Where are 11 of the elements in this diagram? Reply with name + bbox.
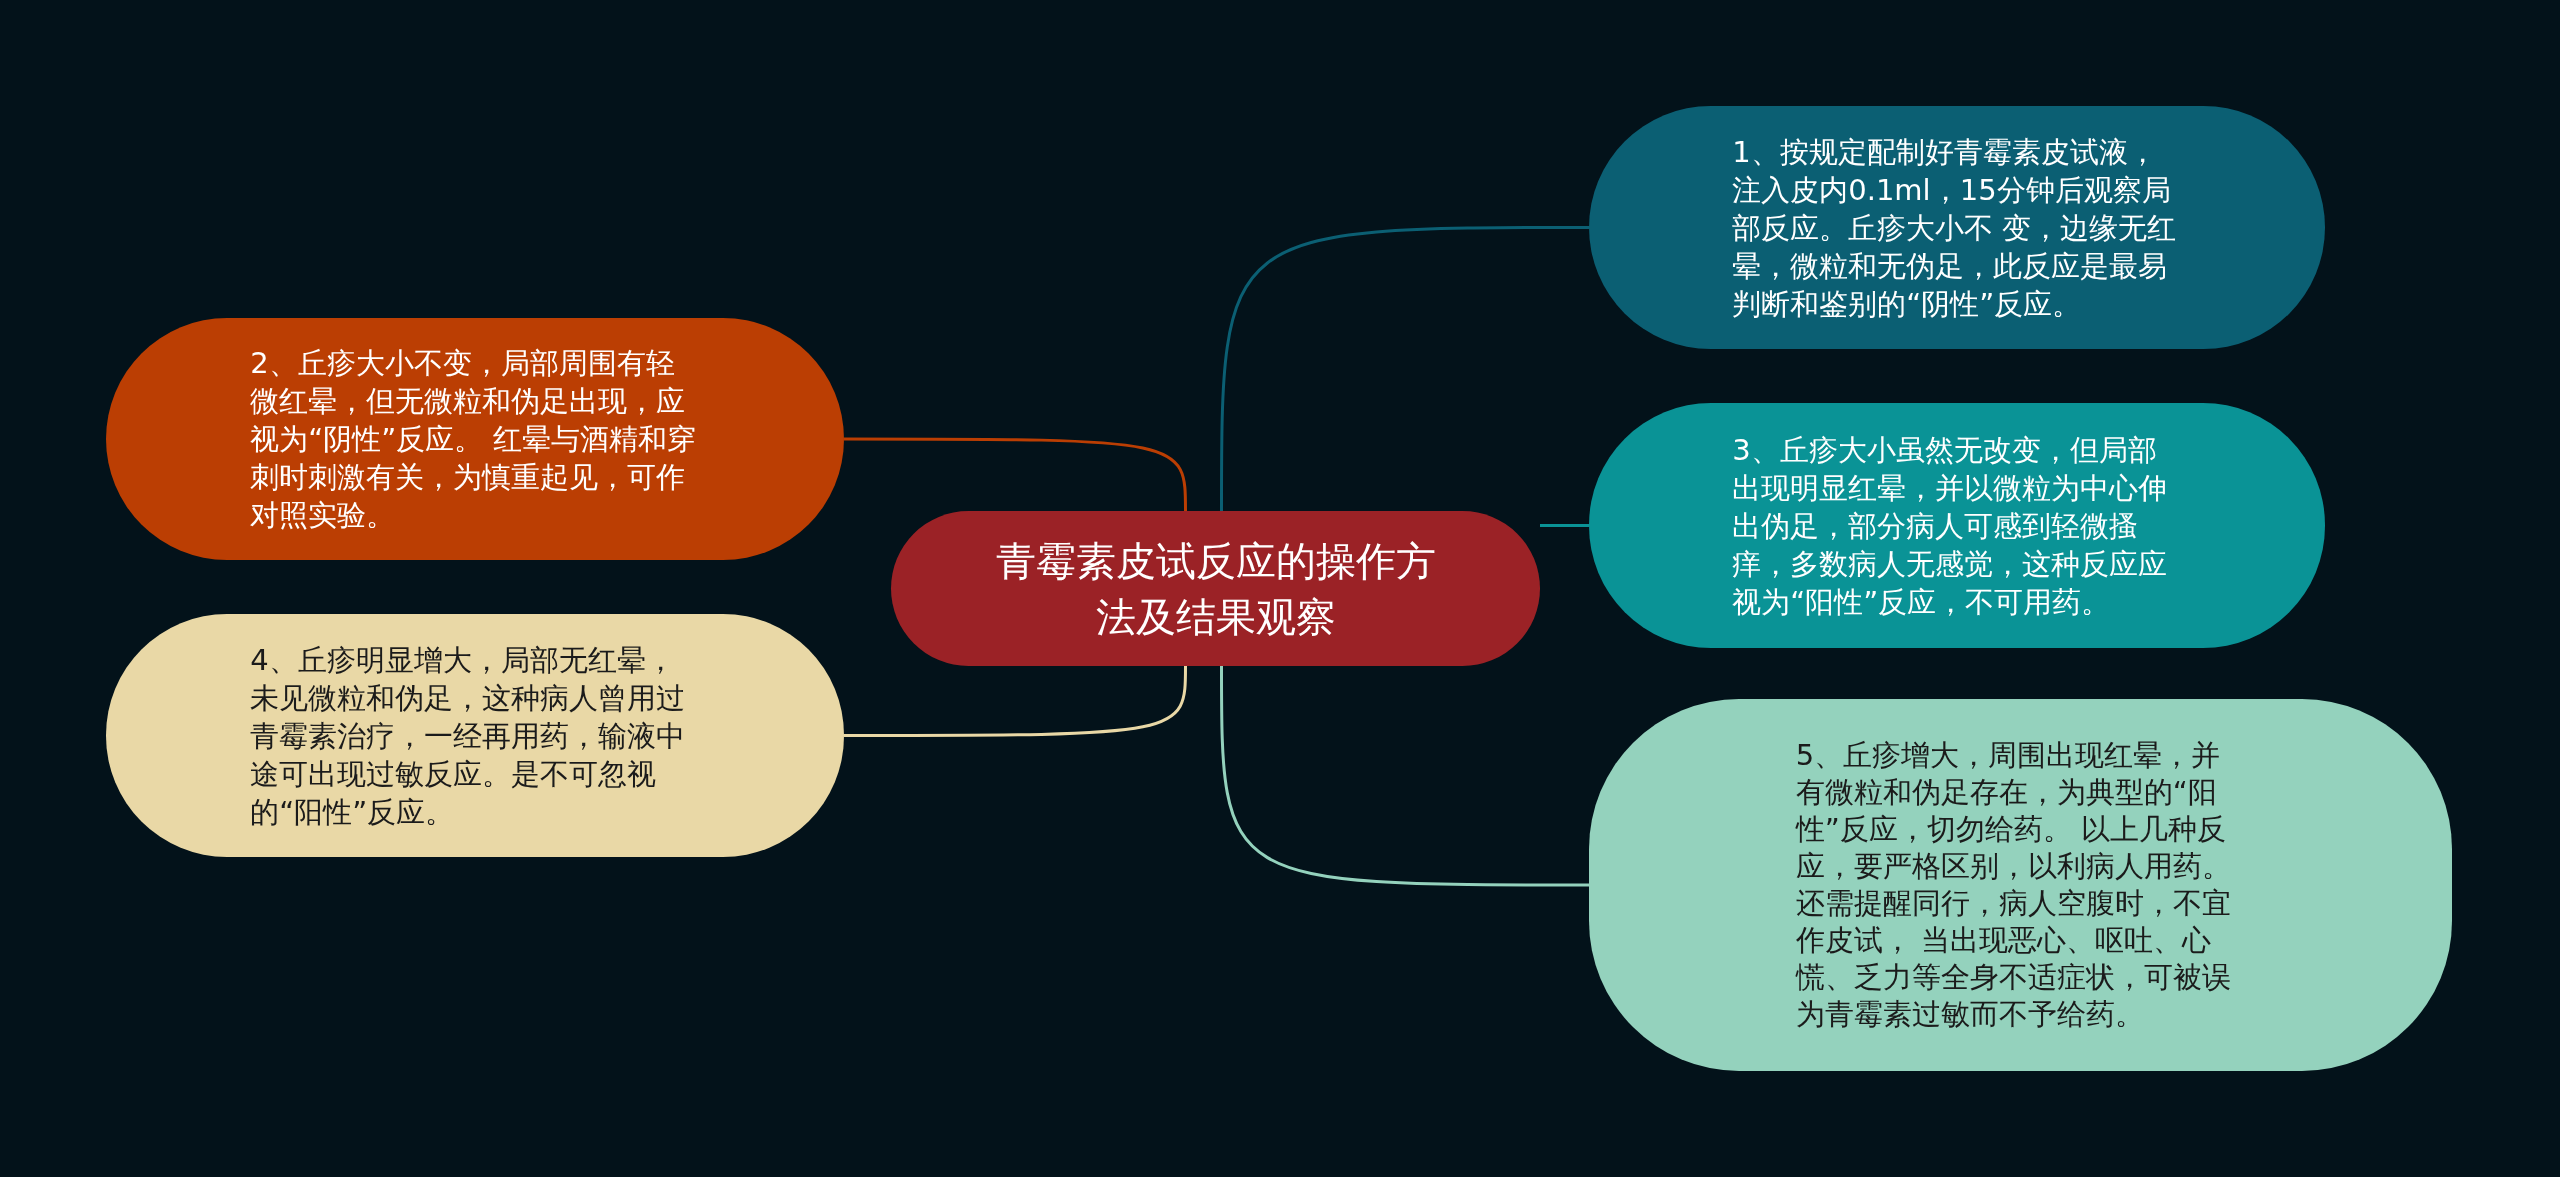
topic-text: 5、丘疹增大，周围出现红晕，并有微粒和伪足存在，为典型的“阳性”反应，切勿给药。 以上几种反应，要严格区别，以利病人用药。还需提醒同行，病人空腹时，不宜作皮试， 当出现恶心、呕吐、心慌、乏力等全身不适症状，可被误为青霉素过敏而不予给药。	[1795, 737, 2232, 1033]
connector-line	[1220, 226, 1589, 511]
topic-text: 青霉素皮试反应的操作方法及结果观察	[994, 536, 1437, 642]
topic-text: 2、丘疹大小不变，局部周围有轻微红晕，但无微粒和伪足出现，应视为“阴性”反应。 红晕与酒精和穿刺时刺激有关，为慎重起见，可作对照实验。	[250, 345, 697, 534]
connector-line	[844, 437, 1187, 511]
topic-text: 4、丘疹明显增大，局部无红晕，未见微粒和伪足，这种病人曾用过青霉素治疗，一经再用药，输液中途可出现过敏反应。是不可忽视的“阳性”反应。	[250, 641, 687, 831]
topic-text: 1、按规定配制好青霉素皮试液，注入皮内0.1ml，15分钟后观察局部反应。丘疹大小不 变，边缘无红晕，微粒和无伪足，此反应是最易判断和鉴别的“阴性”反应。	[1732, 133, 2178, 323]
connector-line	[1220, 666, 1589, 887]
topic-text: 3、丘疹大小虽然无改变，但局部出现明显红晕，并以微粒为中心伸出伪足，部分病人可感到轻微搔痒，多数病人无感觉，这种反应应视为“阳性”反应，不可用药。	[1732, 431, 2169, 621]
connector-line	[844, 666, 1187, 737]
connector-line	[1540, 524, 1589, 527]
